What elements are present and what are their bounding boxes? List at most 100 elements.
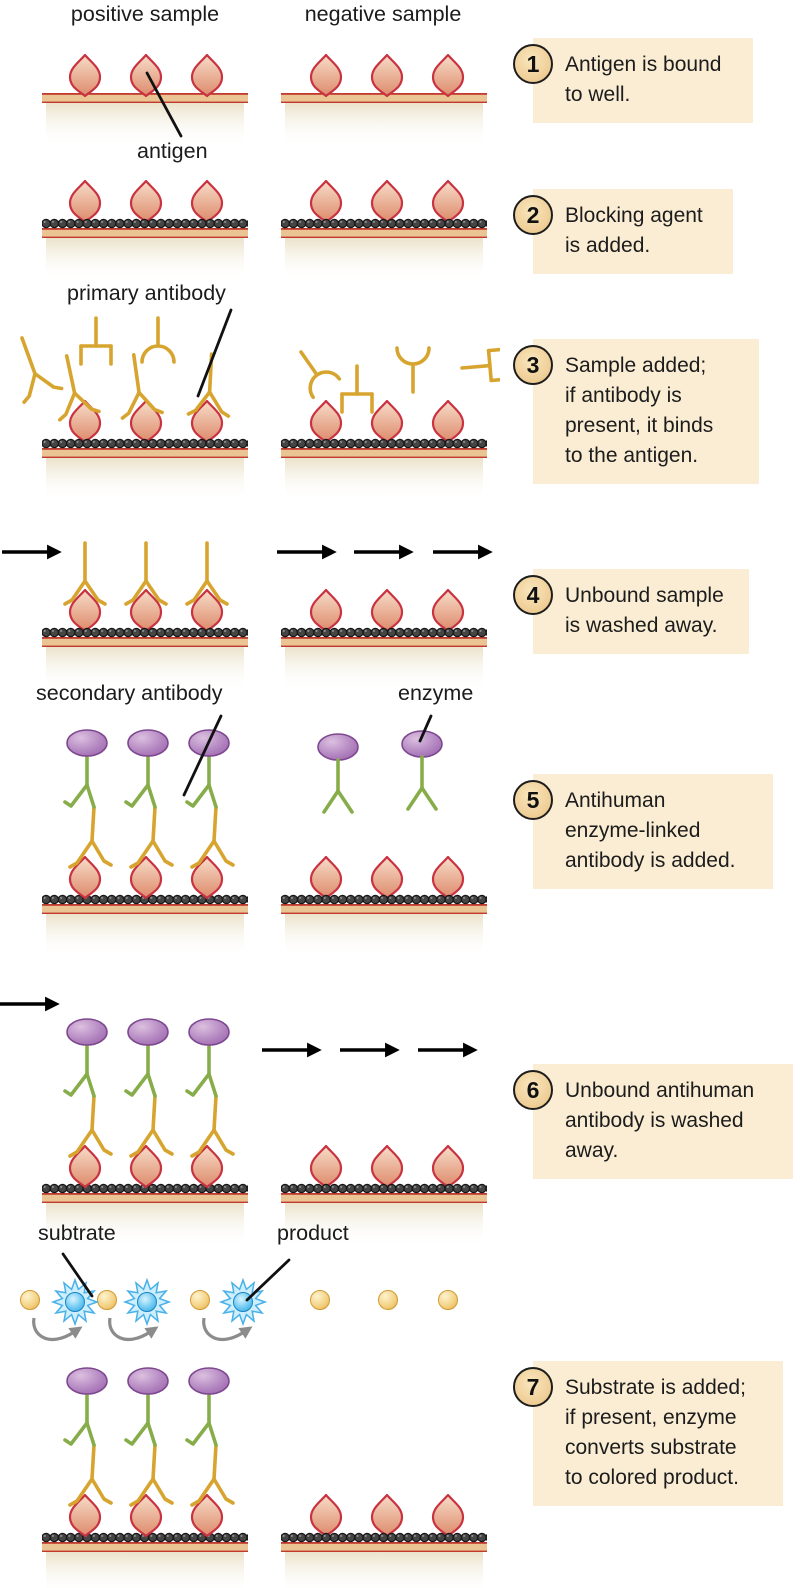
antigen-icon (370, 179, 404, 224)
product-icon (52, 1279, 98, 1325)
antigen-icon (309, 53, 343, 98)
substrate-icon (97, 1290, 117, 1310)
step3-graphics (1, 308, 500, 502)
antigen-icon (370, 53, 404, 98)
secondary-antibody-icon (400, 729, 444, 811)
antigen-pointer-line (145, 71, 183, 138)
step-box-6: 6 Unbound antihuman antibody is washed a… (513, 1064, 793, 1179)
substrate-label: subtrate (38, 1221, 116, 1245)
enzyme-antibody-stack (187, 1368, 233, 1536)
antigen-icon (370, 1493, 404, 1538)
secondary-antibody-label: secondary antibody (36, 681, 223, 705)
conversion-arrow-icon (34, 1318, 74, 1339)
antigen-icon (309, 588, 343, 633)
substrate-icon (190, 1290, 210, 1310)
blocking-agent-layer (281, 627, 487, 638)
antigen-icon (370, 1144, 404, 1189)
step-text: Substrate is added; if present, enzyme c… (565, 1376, 746, 1489)
primary-antibody-icon (79, 316, 113, 366)
blocking-agent-layer (281, 1183, 487, 1194)
antigen-icon (431, 179, 465, 224)
antigen-icon (129, 399, 163, 444)
well-surface (281, 93, 487, 147)
enzyme-antibody-stack (65, 1019, 111, 1187)
conversion-arrow-icon (110, 1318, 150, 1339)
step-box-7: 7 Substrate is added; if present, enzyme… (513, 1361, 783, 1506)
product-icon (220, 1279, 266, 1325)
antigen-icon (309, 399, 343, 444)
antigen-label: antigen (137, 139, 208, 163)
enzyme-antibody-stack (187, 1019, 233, 1187)
antigen-icon (431, 53, 465, 98)
antigen-icon (309, 1144, 343, 1189)
antigen-icon (309, 179, 343, 224)
enzyme-label: enzyme (398, 681, 474, 705)
blocking-agent-layer (281, 1532, 487, 1543)
secondary-antibody-pointer-line (182, 714, 223, 797)
step-box-4: 4 Unbound sample is washed away. (513, 569, 749, 654)
substrate-icon (310, 1290, 330, 1310)
enzyme-antibody-stack (126, 1368, 172, 1536)
primary-antibody-pointer-line (196, 308, 233, 398)
enzyme-antibody-stack (65, 1368, 111, 1536)
antigen-icon (190, 53, 224, 98)
antigen-icon (370, 588, 404, 633)
step-text: Unbound antihuman antibody is washed awa… (565, 1079, 755, 1162)
enzyme-pointer-line (418, 714, 433, 743)
antigen-icon (68, 53, 102, 98)
step-text: Unbound sample is washed away. (565, 584, 724, 637)
step1-graphics (42, 53, 487, 147)
blocking-agent-layer (281, 438, 487, 449)
well-surface (281, 1542, 487, 1588)
primary-antibody-label: primary antibody (67, 281, 226, 305)
step-number-badge: 2 (513, 195, 553, 235)
conversion-arrow-icon (204, 1318, 244, 1339)
step-box-2: 2 Blocking agent is added. (513, 189, 733, 274)
step6-graphics (0, 1004, 487, 1247)
enzyme-antibody-stack (126, 730, 172, 898)
well-surface (281, 448, 487, 502)
antigen-icon (190, 179, 224, 224)
antigen-icon (431, 855, 465, 900)
positive-sample-header: positive sample (70, 2, 220, 26)
antigen-icon (370, 855, 404, 900)
primary-antibody-icon (140, 316, 176, 364)
primary-antibody-icon (340, 364, 374, 414)
step-number-badge: 3 (513, 345, 553, 385)
primary-antibody-icon (458, 347, 500, 385)
antigen-icon (129, 179, 163, 224)
step-number-badge: 1 (513, 44, 553, 84)
step7-graphics (20, 1252, 487, 1588)
antigen-icon (68, 179, 102, 224)
well-surface (42, 1542, 248, 1588)
antigen-icon (431, 1493, 465, 1538)
antigen-icon (431, 399, 465, 444)
well-surface (281, 228, 487, 282)
primary-antibody-icon (286, 341, 342, 400)
product-icon (124, 1279, 170, 1325)
step-text: Blocking agent is added. (565, 204, 703, 257)
step-number-badge: 7 (513, 1367, 553, 1407)
well-surface (42, 448, 248, 502)
blocking-agent-layer (281, 894, 487, 905)
blocking-agent-layer (42, 218, 248, 229)
enzyme-antibody-stack (65, 730, 111, 898)
antigen-icon (370, 399, 404, 444)
step-number-badge: 5 (513, 780, 553, 820)
substrate-icon (20, 1290, 40, 1310)
step-number-badge: 4 (513, 575, 553, 615)
antigen-icon (431, 1144, 465, 1189)
primary-antibody-icon (395, 346, 431, 394)
step5-graphics (42, 714, 487, 958)
well-surface (42, 228, 248, 282)
antigen-icon (309, 1493, 343, 1538)
step4-graphics (2, 541, 487, 691)
step-text: Sample added; if antibody is present, it… (565, 354, 714, 467)
step2-graphics (42, 179, 487, 282)
well-surface (42, 904, 248, 958)
product-label: product (277, 1221, 349, 1245)
step-box-5: 5 Antihuman enzyme-linked antibody is ad… (513, 774, 773, 889)
step-number-badge: 6 (513, 1070, 553, 1110)
step-box-1: 1 Antigen is bound to well. (513, 38, 753, 123)
substrate-pointer-line (61, 1252, 94, 1298)
